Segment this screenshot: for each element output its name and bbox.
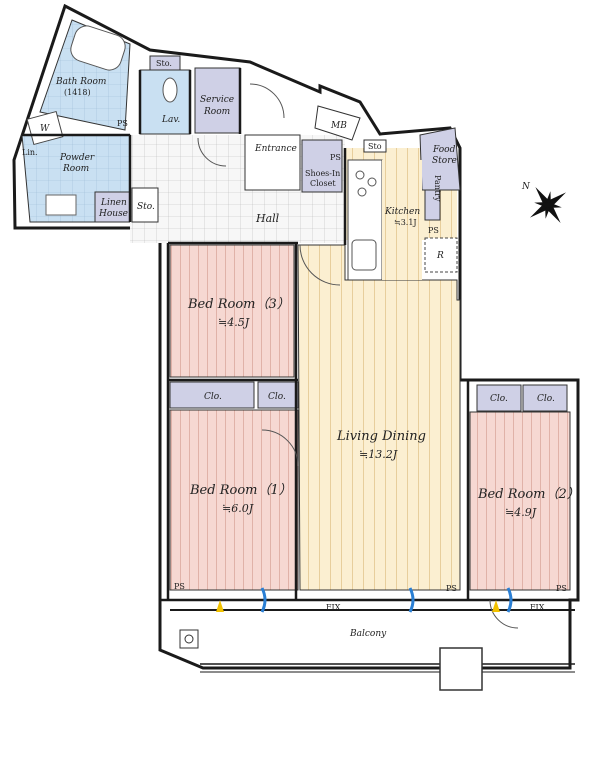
closet-bed2-a — [476, 384, 522, 412]
kitchen-sink — [351, 239, 377, 271]
label-ps-entrance: PS — [330, 153, 341, 162]
label-bath-room-size: (1418) — [64, 88, 91, 97]
label-sto-right: Sto — [368, 142, 382, 151]
bed-room-3-area — [169, 244, 295, 378]
sto-right-area — [363, 139, 387, 153]
stove-burner — [367, 177, 377, 187]
label-ps-bath: PS — [117, 119, 128, 128]
label-living-size: ≒13.2J — [359, 448, 398, 461]
shoes-closet-area — [301, 139, 343, 193]
airflow-markers — [216, 587, 513, 613]
label-ps-bed1: PS — [174, 582, 185, 591]
label-service-2: Room — [203, 107, 230, 117]
stove-burner — [355, 170, 365, 180]
bathtub — [70, 25, 126, 71]
label-bed3: Bed Room（3） — [187, 296, 290, 312]
label-bed2: Bed Room（2） — [477, 486, 580, 502]
label-shoes-2: Closet — [310, 179, 336, 188]
label-ps-living: PS — [446, 584, 457, 593]
label-sto-top: Sto. — [156, 59, 172, 68]
interior-walls — [22, 68, 578, 602]
label-bath-room: Bath Room — [55, 77, 106, 87]
bed-room-2-area — [469, 411, 571, 591]
living-dining-area — [297, 244, 461, 591]
balcony-unit — [439, 647, 483, 691]
door-swings — [197, 83, 519, 629]
label-ps-kitchen: PS — [428, 226, 439, 235]
label-fix-living: FIX — [326, 603, 341, 612]
label-balcony: Balcony — [349, 629, 387, 639]
closet-bed2-b — [522, 384, 568, 412]
label-food-2: Store — [432, 156, 457, 166]
label-bed1-size: ≒6.0J — [222, 502, 254, 515]
mb-area — [314, 105, 361, 141]
label-powder-1: Powder — [59, 153, 95, 163]
label-bed3-size: ≒4.5J — [218, 316, 250, 329]
label-clo-1b: Clo. — [268, 392, 286, 402]
label-shoes-1: Shoes-In — [305, 169, 340, 178]
living-kitchen-floor — [382, 160, 422, 280]
label-entrance: Entrance — [254, 144, 297, 154]
label-bed2-size: ≒4.9J — [505, 506, 537, 519]
balcony — [170, 609, 575, 691]
linen-house-area — [94, 191, 131, 223]
compass-label: N — [521, 182, 531, 192]
label-w: W — [40, 124, 50, 134]
label-ps-bed2: PS — [556, 584, 567, 593]
balcony-column — [179, 629, 199, 649]
entrance-area — [244, 134, 301, 191]
closet-bed1-b — [257, 381, 299, 409]
fridge-area — [424, 237, 458, 273]
compass-icon: N — [521, 182, 567, 224]
label-clo-1a: Clo. — [204, 392, 222, 402]
stove-burner — [357, 187, 367, 197]
label-r: R — [436, 251, 444, 261]
label-service-1: Service — [200, 95, 234, 105]
label-mb: MB — [330, 121, 347, 131]
label-sto-powder: Sto. — [137, 202, 155, 212]
bed-room-1-area — [169, 409, 299, 591]
label-food-1: Food — [432, 145, 456, 155]
sto-powder-area — [131, 187, 159, 223]
label-pantry: Pantry — [433, 175, 442, 202]
label-fix-bed2: FIX — [530, 603, 545, 612]
label-lin: Lin. — [22, 148, 38, 157]
sto-top-area — [149, 55, 181, 71]
toilet — [162, 77, 178, 103]
label-hall: Hall — [255, 212, 280, 225]
label-clo-2b: Clo. — [537, 394, 555, 404]
powder-basin — [45, 194, 77, 216]
label-linen-1: Linen — [100, 198, 127, 208]
closet-bed1-a — [169, 381, 255, 409]
label-bed1: Bed Room（1） — [189, 482, 292, 498]
label-linen-2: House — [98, 209, 128, 219]
label-lav: Lav. — [161, 115, 180, 125]
label-kitchen-size: ≒3.1J — [394, 218, 417, 227]
label-clo-2a: Clo. — [490, 394, 508, 404]
label-kitchen: Kitchen — [384, 207, 420, 217]
label-powder-2: Room — [62, 164, 89, 174]
label-living: Living Dining — [336, 429, 426, 444]
